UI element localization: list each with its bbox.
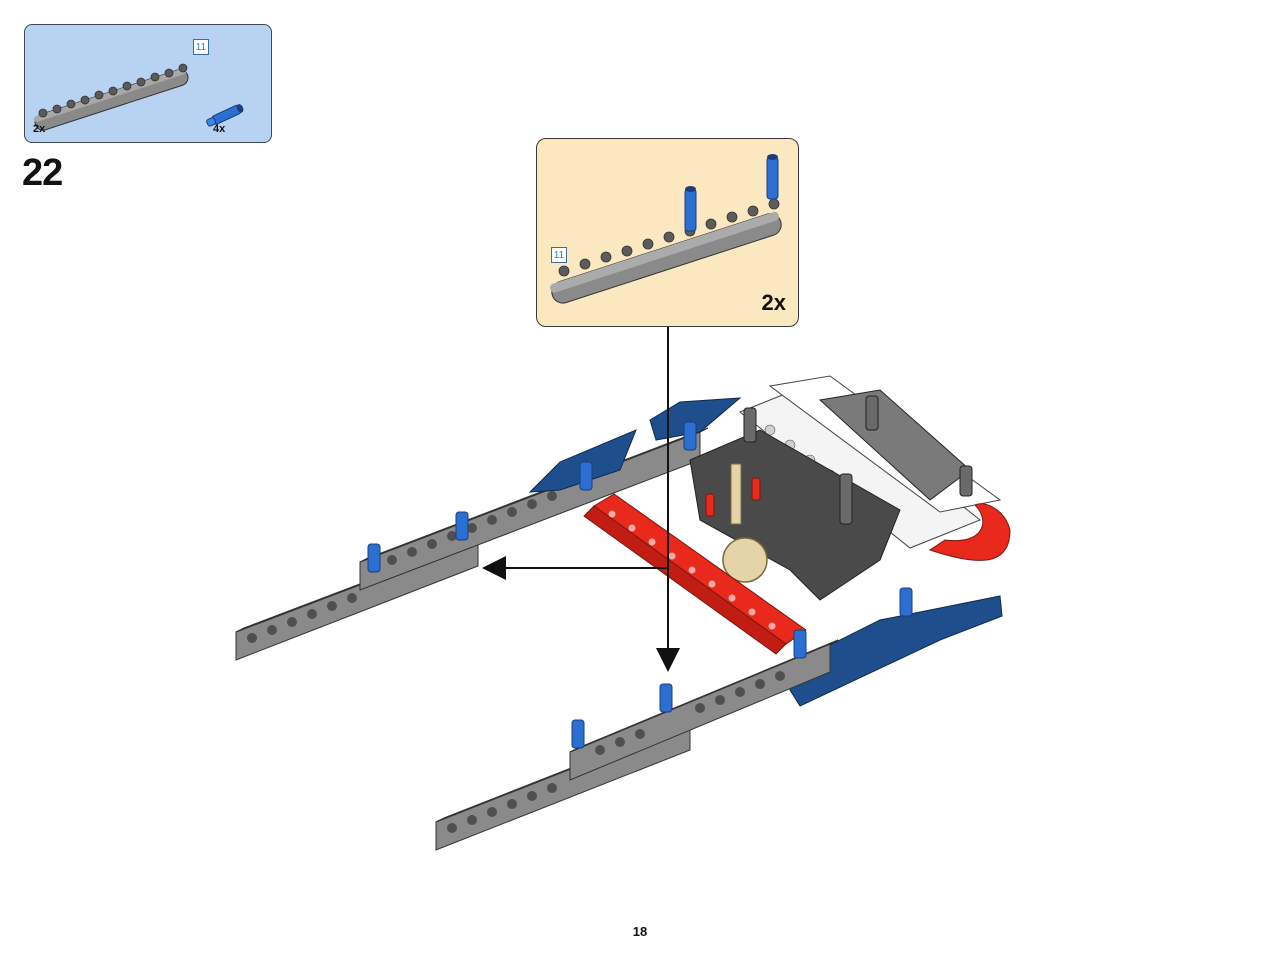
front-beam-holes: [447, 671, 785, 833]
beam-part-image: [33, 63, 189, 131]
callout-pin-1: [684, 186, 697, 232]
tan-axle: [730, 463, 742, 525]
page-number: 18: [632, 924, 648, 939]
callout-pin-2: [766, 154, 779, 200]
tan-gear: [722, 537, 768, 583]
blue-panel-upper-right: [649, 397, 742, 441]
red-curved-beam: [928, 503, 1011, 561]
blue-panel-upper-left: [528, 429, 637, 493]
pin-part-image: [206, 104, 244, 127]
blue-pins: [367, 421, 913, 749]
parts-list-box: 2x 11 4x: [24, 24, 272, 143]
pin-quantity: 4x: [213, 123, 226, 135]
red-pins: [705, 477, 761, 517]
left-beam-holes: [247, 491, 557, 643]
callout-quantity: 2x: [761, 290, 786, 315]
beam-length-badge: 11: [193, 39, 209, 55]
callout-beam-image: [550, 154, 782, 304]
red-beam: [583, 493, 807, 655]
step-number: 22: [22, 152, 63, 194]
beam-quantity: 2x: [33, 123, 46, 135]
front-gray-beam: [435, 639, 839, 851]
dark-frame: [689, 429, 901, 601]
gray-pins: [743, 395, 973, 525]
subassembly-callout: 11 2x: [536, 138, 799, 327]
callout-length-badge: 11: [551, 247, 567, 263]
